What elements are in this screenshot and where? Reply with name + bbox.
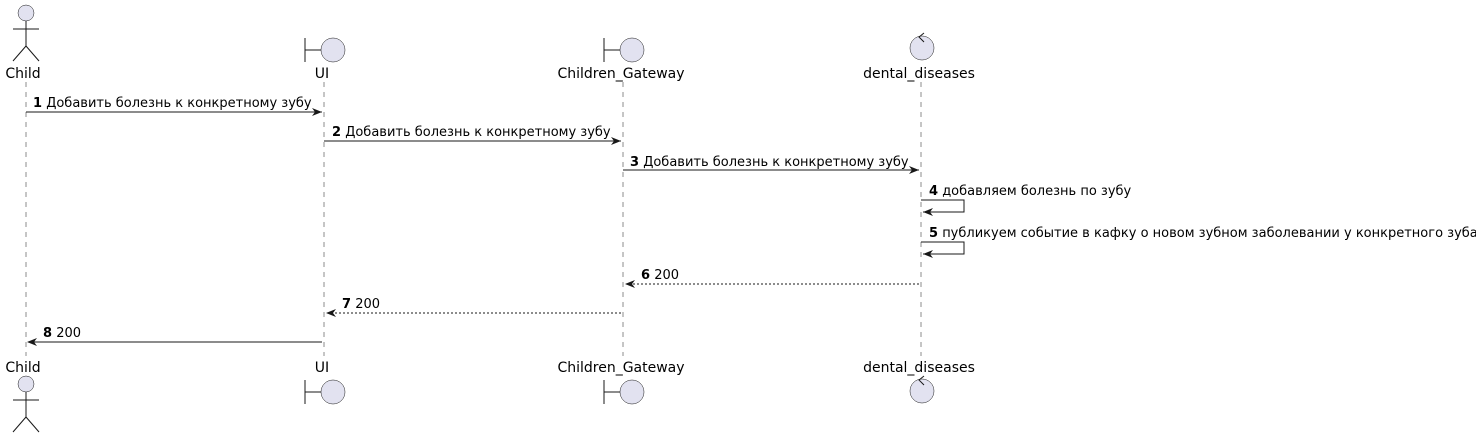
message-5: 5 публикуем событие в кафку о новом зубн… [921,226,1476,258]
participant-label: Children_Gateway [557,66,684,82]
participant-dental-bottom: dental_diseases [863,360,975,404]
svg-text:6 200: 6 200 [641,268,679,283]
participant-label: UI [315,66,329,82]
control-icon [909,32,935,61]
participant-label: Child [5,360,40,376]
actor-icon [12,4,40,62]
svg-text:1 Добавить болезнь к конкретно: 1 Добавить болезнь к конкретному зубу [33,96,312,111]
participant-child-bottom: Child [5,360,41,433]
control-icon [909,375,935,404]
message-number: 1 [33,96,42,111]
svg-text:3 Добавить болезнь к конкретно: 3 Добавить болезнь к конкретному зубу [630,155,909,170]
message-number: 7 [342,297,351,312]
participant-child-top: Child [5,4,41,82]
message-text: добавляем болезнь по зубу [942,184,1131,199]
participant-label: dental_diseases [863,66,975,82]
svg-text:8 200: 8 200 [43,326,81,341]
message-text: публикуем событие в кафку о новом зубном… [942,226,1476,241]
participant-label: UI [315,360,329,376]
boundary-icon [304,379,346,405]
participant-label: Child [5,66,40,82]
message-8: 8 200 [27,326,322,346]
message-text: Добавить болезнь к конкретному зубу [643,155,909,170]
message-6: 6 200 [625,268,919,288]
message-number: 8 [43,326,52,341]
boundary-icon [603,379,645,405]
actor-icon [12,375,40,433]
message-4: 4 добавляем болезнь по зубу [921,184,1132,216]
participant-gateway-top: Children_Gateway [557,37,685,82]
svg-text:2 Добавить болезнь к конкретно: 2 Добавить болезнь к конкретному зубу [332,125,611,140]
message-7: 7 200 [326,297,621,317]
message-text: 200 [56,326,81,341]
participant-dental-top: dental_diseases [863,32,975,82]
svg-text:4 добавляем болезнь по зубу: 4 добавляем болезнь по зубу [929,184,1132,199]
message-text: Добавить болезнь к конкретному зубу [345,125,611,140]
message-number: 6 [641,268,650,283]
participant-ui-top: UI [304,37,346,82]
svg-text:7 200: 7 200 [342,297,380,312]
message-text: 200 [654,268,679,283]
participant-label: Children_Gateway [557,360,684,376]
boundary-icon [603,37,645,63]
participant-gateway-bottom: Children_Gateway [557,360,685,405]
message-1: 1 Добавить болезнь к конкретному зубу [26,96,322,116]
message-number: 5 [929,226,938,241]
message-number: 4 [929,184,938,199]
message-number: 3 [630,155,639,170]
boundary-icon [304,37,346,63]
message-text: 200 [355,297,380,312]
participant-ui-bottom: UI [304,360,346,405]
message-text: Добавить болезнь к конкретному зубу [46,96,312,111]
message-2: 2 Добавить болезнь к конкретному зубу [324,125,621,145]
message-3: 3 Добавить болезнь к конкретному зубу [623,155,919,174]
message-number: 2 [332,125,341,140]
participant-label: dental_diseases [863,360,975,376]
svg-text:5 публикуем событие в кафку о: 5 публикуем событие в кафку о новом зубн… [929,226,1476,241]
